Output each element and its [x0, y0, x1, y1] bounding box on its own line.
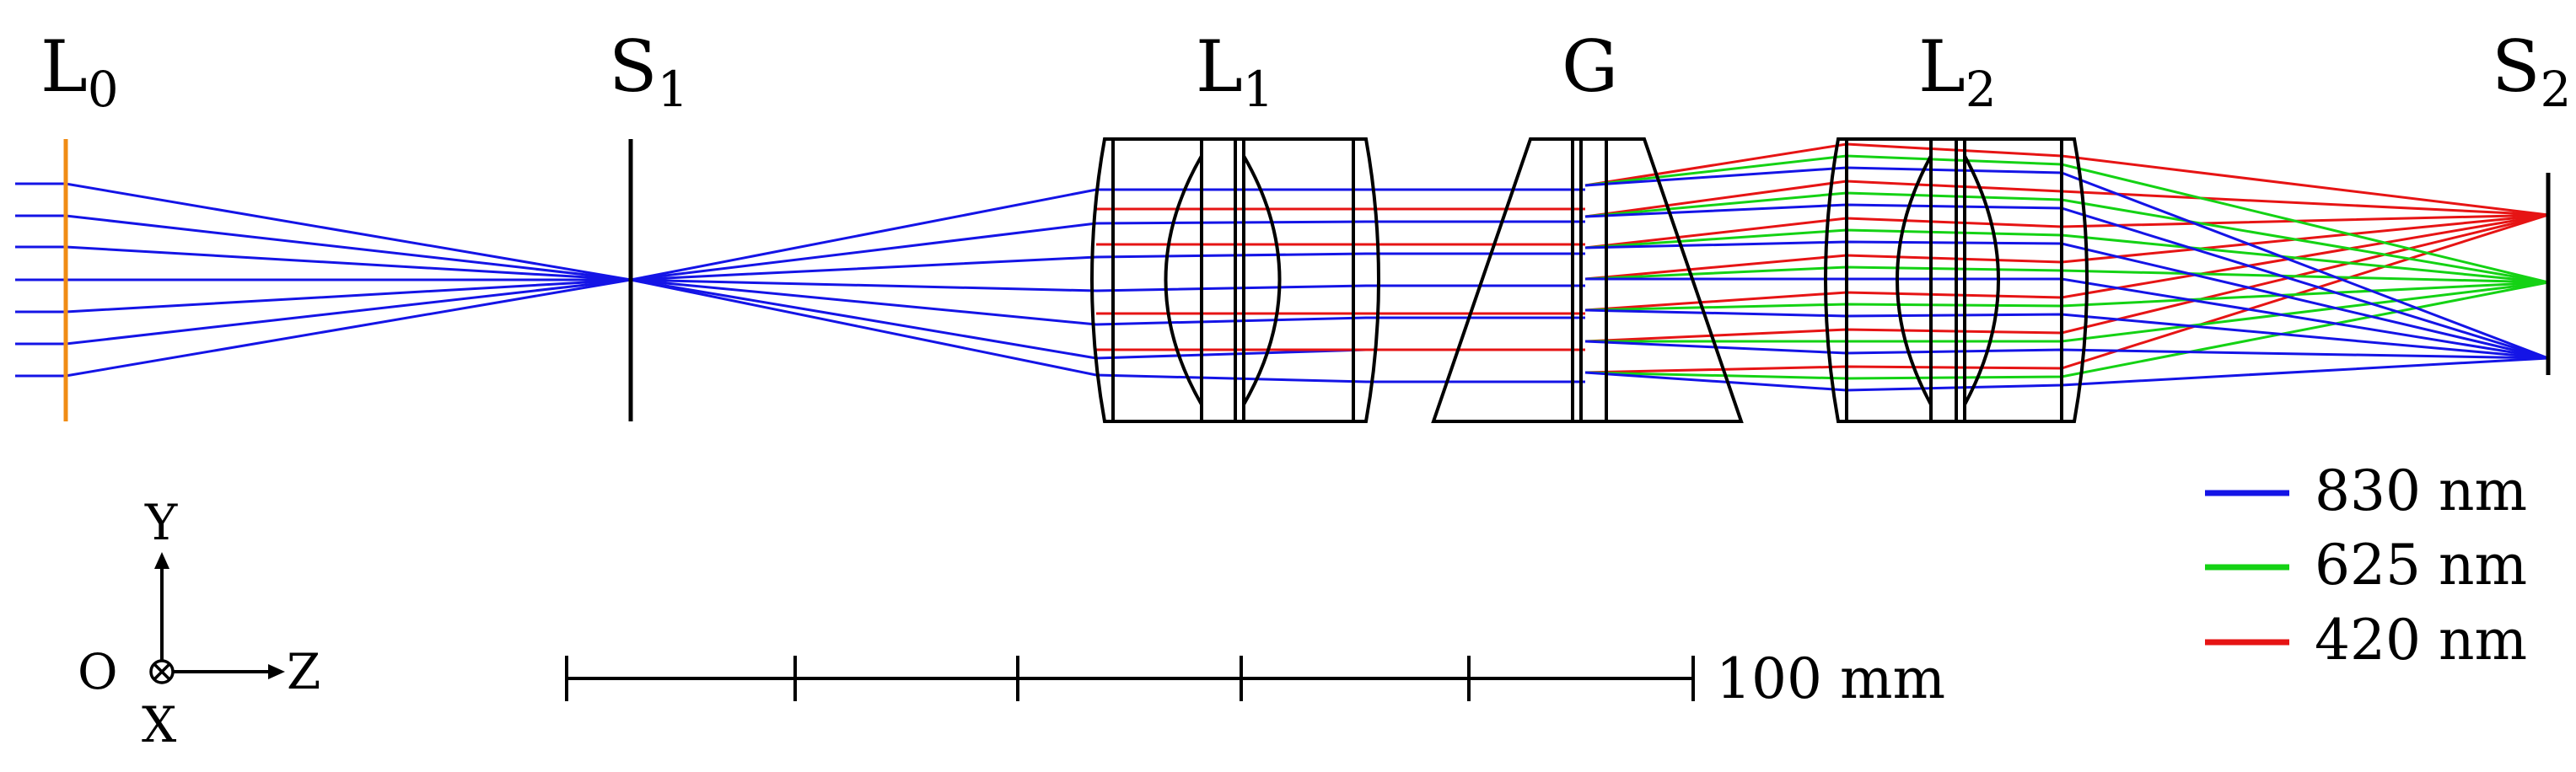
- ray-830nm-dispersed: [1585, 277, 2549, 360]
- ray-420nm-dispersed: [1584, 213, 2549, 343]
- legend-label-420nm: 420 nm: [2315, 608, 2527, 673]
- ray-420nm-dispersed: [1584, 213, 2549, 249]
- rays-830nm-input: [15, 182, 632, 378]
- axis-label-o: O: [78, 643, 118, 700]
- ray-830nm-collimated: [630, 188, 1585, 281]
- lens-l1: [1090, 137, 1380, 423]
- grating-g: [1431, 137, 1744, 423]
- ray-830nm-dispersed: [1584, 240, 2549, 360]
- ray-625nm-dispersed: [1584, 281, 2549, 312]
- ray-830nm-input: [15, 214, 632, 281]
- coordinate-axes: Y Z O X: [78, 494, 320, 753]
- ray-830nm-collimated: [630, 278, 1585, 383]
- label-s2: S2: [2492, 25, 2571, 118]
- lens-l2: [1824, 137, 2089, 423]
- ray-830nm-collimated: [630, 278, 1585, 292]
- ray-830nm-dispersed: [1584, 340, 2549, 360]
- ray-830nm-dispersed: [1584, 308, 2549, 360]
- ray-830nm-input: [15, 182, 632, 281]
- ray-830nm-dispersed: [1584, 203, 2549, 360]
- label-l0: L0: [40, 25, 119, 118]
- axis-label-z: Z: [287, 643, 320, 700]
- rays-420nm-collimated: [1096, 207, 1585, 351]
- ray-625nm-dispersed: [1584, 191, 2549, 284]
- label-s1: S1: [609, 25, 688, 118]
- legend-label-830nm: 830 nm: [2315, 458, 2527, 523]
- label-l2: L2: [1918, 25, 1997, 118]
- rays-dispersed: [1584, 142, 2549, 392]
- ray-830nm-input: [15, 278, 632, 378]
- ray-830nm-collimated: [630, 220, 1585, 281]
- ray-420nm-dispersed: [1584, 180, 2549, 218]
- scale-bar: 100 mm: [565, 646, 1945, 711]
- ray-625nm-dispersed: [1584, 228, 2549, 284]
- legend: 830 nm 625 nm 420 nm: [2205, 458, 2527, 673]
- ray-625nm-dispersed: [1584, 265, 2549, 284]
- ray-625nm-dispersed: [1585, 281, 2549, 343]
- ray-625nm-dispersed: [1584, 154, 2549, 284]
- ray-830nm-dispersed: [1584, 166, 2549, 360]
- axis-label-y: Y: [144, 494, 178, 551]
- axis-label-x: X: [142, 696, 177, 753]
- ray-830nm-collimated: [630, 252, 1585, 281]
- label-l1: L1: [1196, 25, 1274, 118]
- scale-bar-label: 100 mm: [1716, 646, 1945, 711]
- label-g: G: [1562, 25, 1618, 108]
- ray-420nm-dispersed: [1584, 213, 2549, 312]
- ray-625nm-dispersed: [1584, 281, 2549, 380]
- ray-830nm-dispersed: [1584, 357, 2549, 392]
- ray-420nm-dispersed: [1584, 142, 2549, 217]
- rays-830nm-collimated: [630, 188, 1585, 383]
- ray-420nm-dispersed: [1584, 213, 2549, 281]
- ray-830nm-collimated: [630, 278, 1585, 326]
- ray-420nm-dispersed: [1584, 213, 2549, 374]
- legend-label-625nm: 625 nm: [2315, 533, 2527, 598]
- ray-830nm-input: [15, 278, 632, 346]
